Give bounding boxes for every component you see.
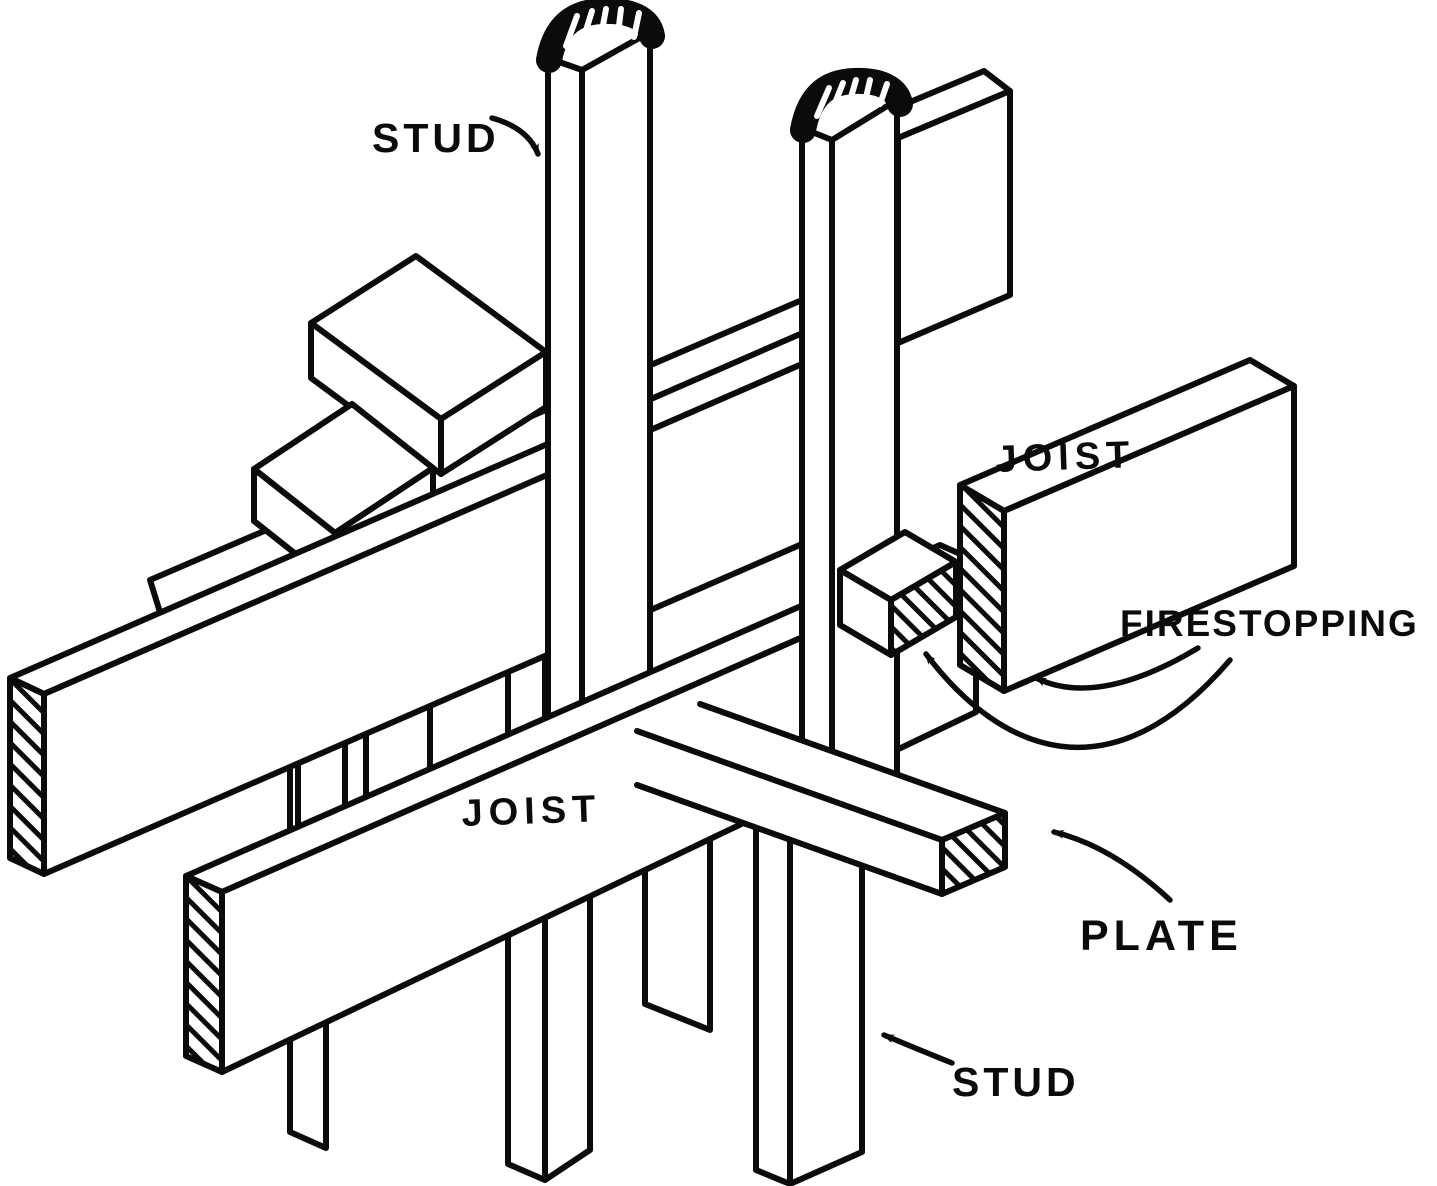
label-plate: PLATE — [1080, 912, 1243, 960]
arrow-stud-bottom — [881, 1032, 955, 1066]
label-stud-bottom: STUD — [952, 1059, 1080, 1105]
joist-stub-upper-right — [869, 68, 1013, 346]
joist-far-left-end-grain — [7, 675, 47, 877]
label-firestopping: FIRESTOPPING — [1120, 603, 1419, 644]
joist-right — [957, 357, 1297, 694]
arrow-plate — [1051, 829, 1173, 903]
plate — [634, 701, 1008, 897]
label-stud-top: STUD — [372, 115, 500, 161]
stud-upper-left-broken-top — [536, 0, 665, 73]
firestopping-block — [837, 529, 959, 658]
stud-upper-left — [536, 0, 665, 739]
label-joist-middle: JOIST — [461, 788, 602, 835]
lower-stud-front — [753, 823, 865, 1186]
arrow-firestopping-2 — [923, 651, 1233, 751]
joist-middle — [183, 542, 979, 1075]
joist-right-end-grain — [957, 482, 1007, 694]
arrow-firestopping-1 — [1033, 645, 1201, 691]
plate-end-grain — [939, 810, 1008, 897]
firestop-block-upper-1 — [308, 253, 549, 477]
arrow-stud-top — [489, 115, 541, 157]
stud-upper-right — [790, 67, 913, 795]
joist-middle-end-grain — [183, 873, 225, 1075]
firestopping-block-end-grain — [888, 559, 959, 658]
label-joist-right: JOIST — [995, 434, 1136, 481]
